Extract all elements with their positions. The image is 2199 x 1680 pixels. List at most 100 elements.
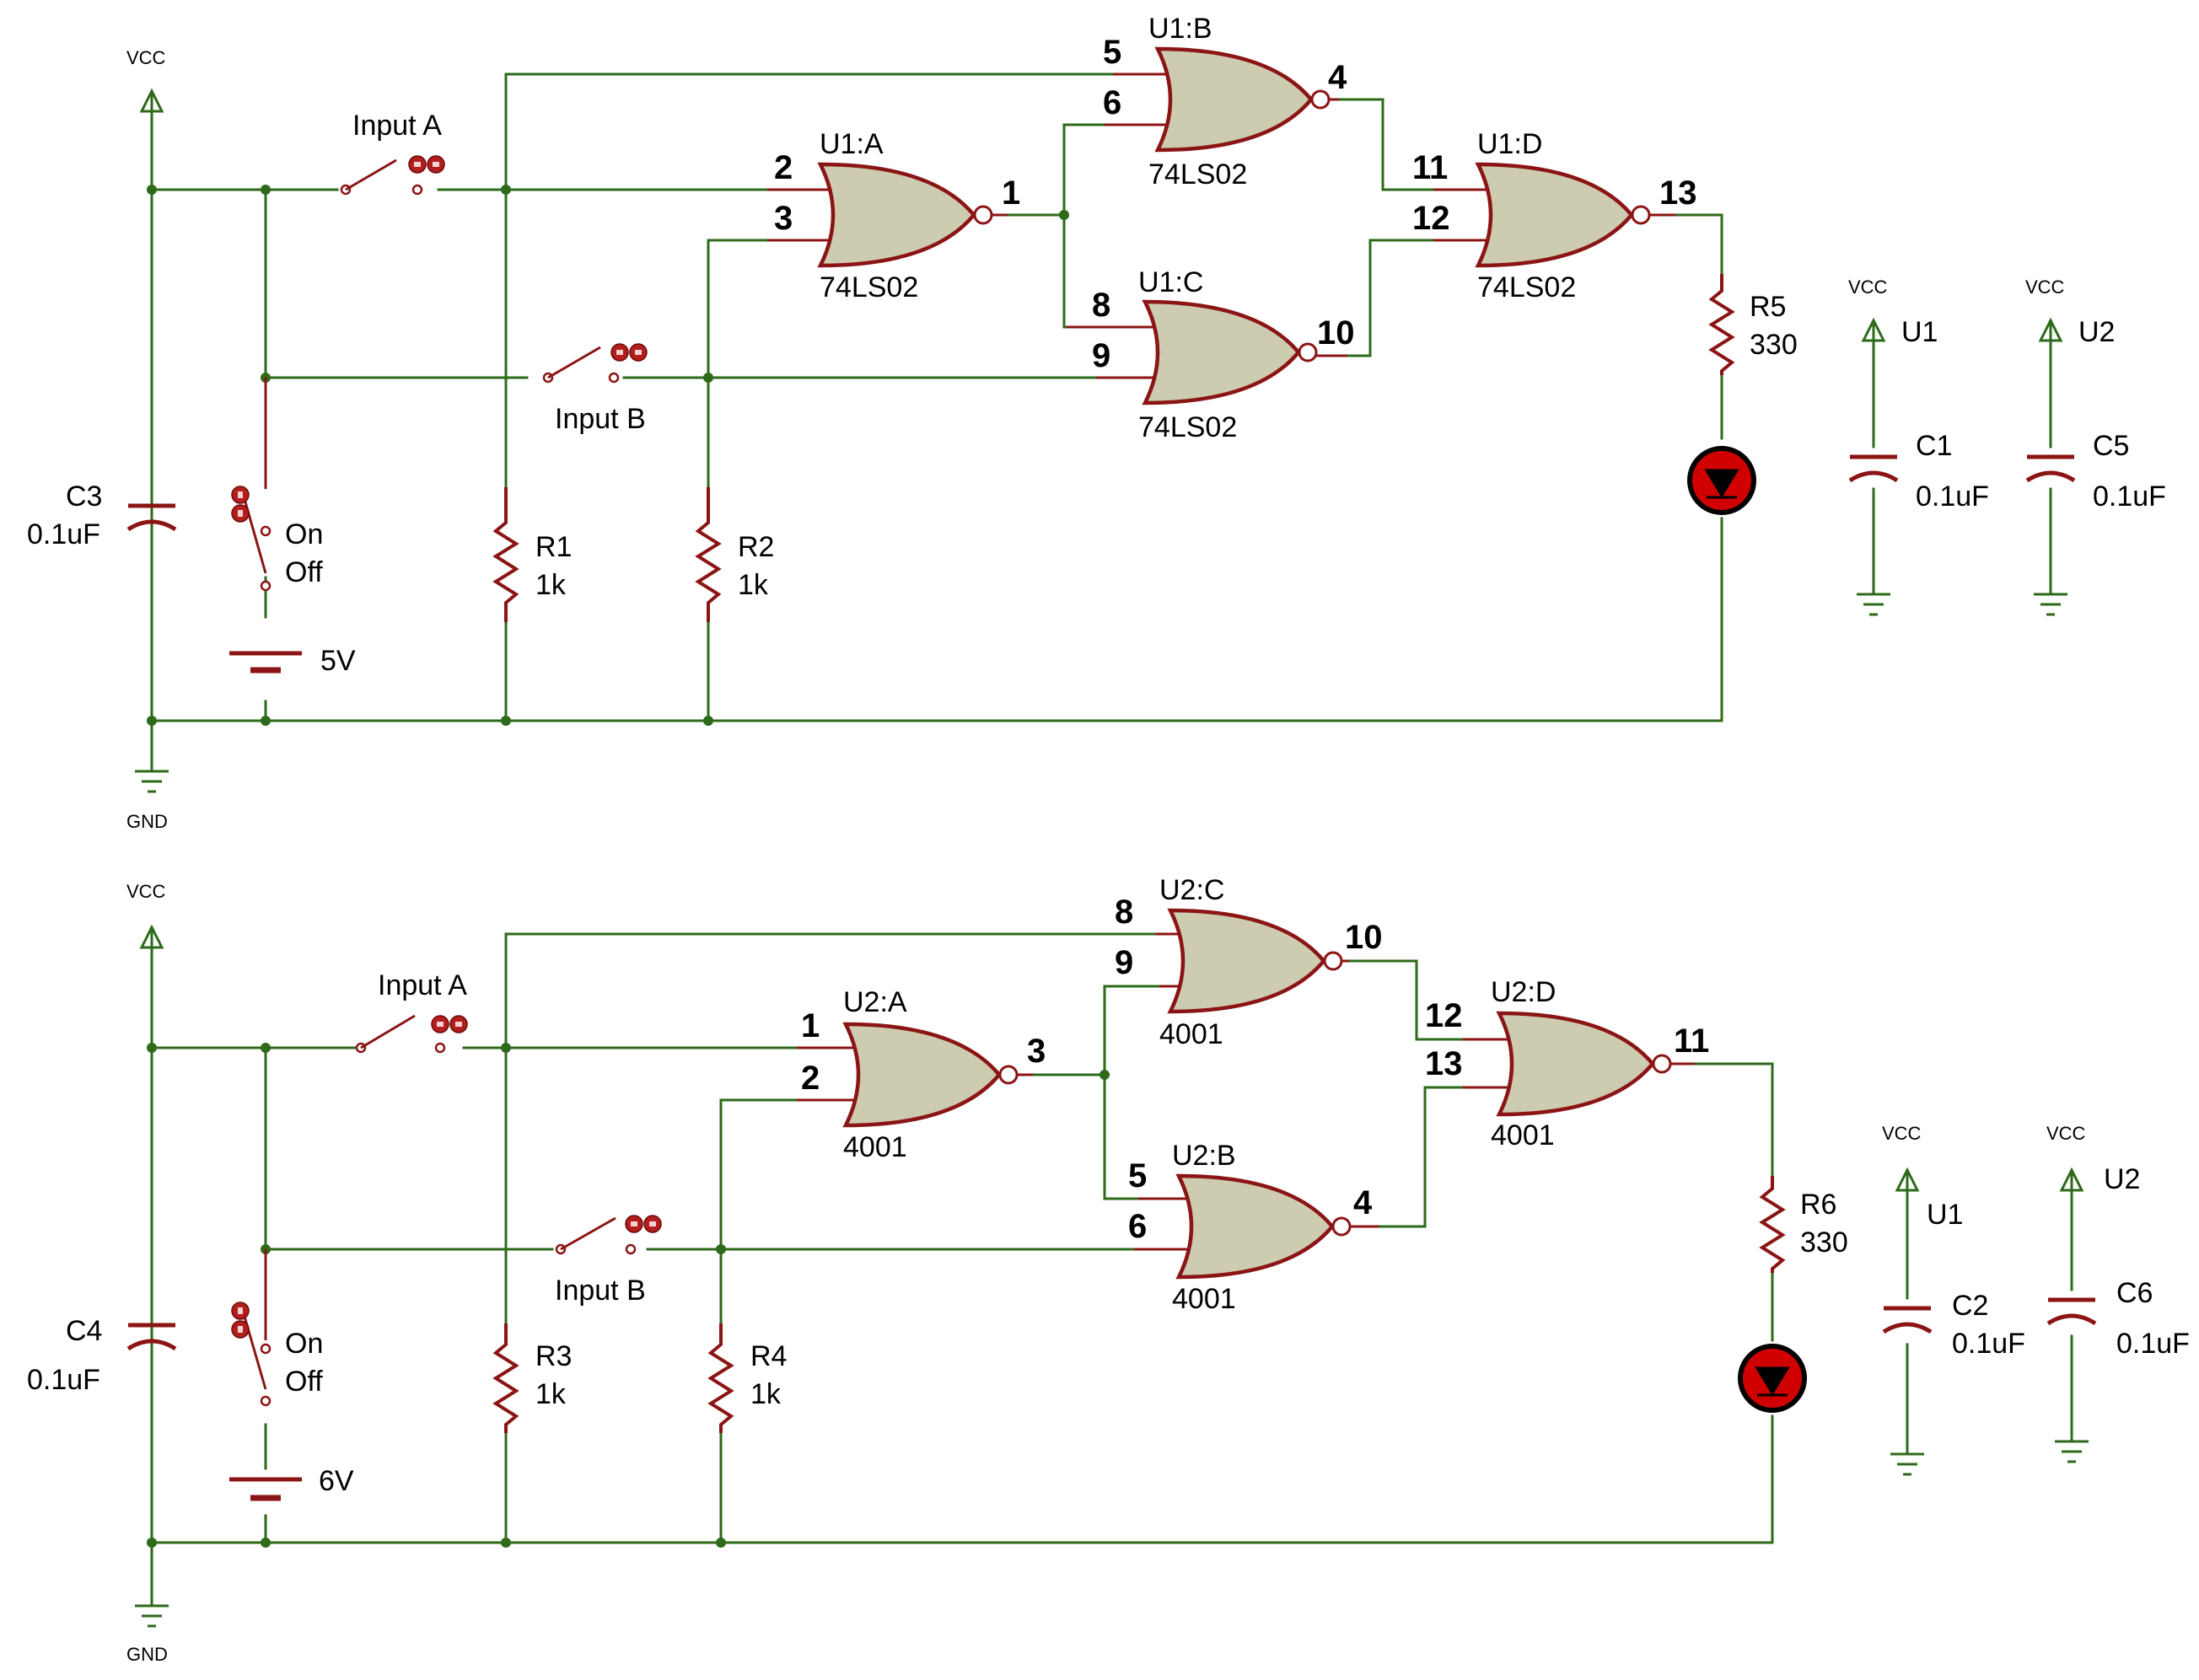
input-a-switch-bottom[interactable]: Input A xyxy=(355,969,468,1054)
u1c-pin-out: 10 xyxy=(1317,314,1355,352)
switch-on-label: On xyxy=(285,518,323,550)
u2b-ref: U2:B xyxy=(1172,1140,1236,1172)
u1d-pin-in2: 12 xyxy=(1412,200,1450,237)
input-b-switch-top[interactable]: Input B xyxy=(542,343,648,435)
switch-off-label: Off xyxy=(285,556,323,588)
r6-value: 330 xyxy=(1800,1226,1848,1259)
top-vcc-symbol: VCC xyxy=(126,47,166,125)
resistor-r5: R5 330 xyxy=(1708,274,1798,375)
gate-u1b: U1:B 74LS02 5 6 4 xyxy=(1103,13,1347,191)
resistor-r6: R6 330 xyxy=(1759,1176,1848,1273)
bottom-gnd-symbol: GND xyxy=(126,1543,169,1665)
input-b-switch-bottom[interactable]: Input B xyxy=(555,1215,662,1307)
bottom-junctions xyxy=(147,1043,1110,1548)
input-b-label: Input B xyxy=(555,403,646,435)
c5-vcc: VCC xyxy=(2025,276,2065,298)
top-wires xyxy=(150,72,2052,722)
u1b-pin-in2: 6 xyxy=(1103,84,1121,121)
top-circuit: VCC GND C3 0.1uF On Off xyxy=(27,13,2166,832)
r3-value: 1k xyxy=(535,1378,567,1410)
u1c-pin-in1: 8 xyxy=(1092,287,1110,324)
r2-value: 1k xyxy=(738,569,769,601)
r4-ref: R4 xyxy=(750,1340,787,1372)
r1-ref: R1 xyxy=(535,531,572,563)
capacitor-c3: C3 0.1uF xyxy=(27,480,177,550)
c1-ref: C1 xyxy=(1916,430,1952,462)
u1b-part: 74LS02 xyxy=(1148,158,1247,191)
input-a-label-bottom: Input A xyxy=(378,969,467,1001)
capacitor-c4: C4 0.1uF xyxy=(27,1315,177,1396)
u2b-pin-in1: 5 xyxy=(1128,1157,1147,1194)
gate-u1d: U1:D 74LS02 11 12 13 xyxy=(1412,128,1697,303)
u2c-part: 4001 xyxy=(1159,1018,1223,1050)
u1c-ref: U1:C xyxy=(1138,266,1203,298)
u2a-pin-in2: 2 xyxy=(801,1060,820,1097)
r1-value: 1k xyxy=(535,569,567,601)
c1-vcc: VCC xyxy=(1848,276,1888,298)
decoupling-c1: VCC U1 C1 0.1uF xyxy=(1848,276,1989,616)
u1d-pin-out: 13 xyxy=(1659,174,1697,212)
resistor-r1: R1 1k xyxy=(492,487,572,622)
vcc-label-bottom: VCC xyxy=(126,881,166,902)
input-a-switch-top[interactable]: Input A xyxy=(340,110,445,196)
u1b-ref: U1:B xyxy=(1148,13,1212,45)
c1-value: 0.1uF xyxy=(1916,480,1989,513)
c3-value: 0.1uF xyxy=(27,518,100,550)
decoupling-c2: VCC U1 C2 0.1uF xyxy=(1882,1123,2025,1476)
c6-value: 0.1uF xyxy=(2116,1328,2190,1360)
decoupling-c5: VCC U2 C5 0.1uF xyxy=(2025,276,2166,616)
gate-u2a: U2:A 4001 1 2 3 xyxy=(797,986,1046,1163)
r5-value: 330 xyxy=(1750,329,1798,361)
u2a-ref: U2:A xyxy=(843,986,907,1018)
u1a-pin-in1: 2 xyxy=(774,149,793,186)
gate-u1a: U1:A 74LS02 2 3 1 xyxy=(767,128,1020,303)
u2c-pin-in1: 8 xyxy=(1115,894,1133,931)
u1c-pin-in2: 9 xyxy=(1092,337,1110,374)
u1c-part: 74LS02 xyxy=(1138,411,1237,443)
resistor-r3: R3 1k xyxy=(492,1323,572,1433)
r5-ref: R5 xyxy=(1750,291,1786,323)
c5-supply: U2 xyxy=(2078,316,2115,348)
top-junctions xyxy=(147,185,1069,726)
input-a-label: Input A xyxy=(352,110,442,142)
resistor-r2: R2 1k xyxy=(695,487,774,622)
u1a-pin-out: 1 xyxy=(1002,174,1020,212)
battery-top: 5V xyxy=(229,645,356,677)
c6-supply: U2 xyxy=(2104,1163,2140,1195)
gate-u2d: U2:D 4001 12 13 11 xyxy=(1425,976,1709,1151)
power-switch-bottom: On Off xyxy=(231,1249,323,1407)
u2d-part: 4001 xyxy=(1491,1119,1555,1151)
battery-bottom-value: 6V xyxy=(319,1465,354,1497)
c6-ref: C6 xyxy=(2116,1277,2153,1309)
input-b-label-bottom: Input B xyxy=(555,1275,646,1307)
resistor-r4: R4 1k xyxy=(707,1323,787,1433)
c4-ref: C4 xyxy=(66,1315,102,1347)
bottom-wires xyxy=(150,932,2073,1544)
gnd-label-bottom: GND xyxy=(126,1644,168,1665)
u1a-pin-in2: 3 xyxy=(774,200,793,237)
c5-ref: C5 xyxy=(2093,430,2129,462)
c2-vcc: VCC xyxy=(1882,1123,1922,1144)
r4-value: 1k xyxy=(750,1378,782,1410)
u2c-pin-in2: 9 xyxy=(1115,944,1133,981)
c6-vcc: VCC xyxy=(2046,1123,2086,1144)
u1d-ref: U1:D xyxy=(1477,128,1542,160)
u1d-pin-in1: 11 xyxy=(1412,149,1448,186)
battery-bottom: 6V xyxy=(229,1465,354,1501)
r3-ref: R3 xyxy=(535,1340,572,1372)
u2b-pin-in2: 6 xyxy=(1128,1208,1147,1245)
u2d-ref: U2:D xyxy=(1491,976,1556,1008)
c2-value: 0.1uF xyxy=(1952,1328,2025,1360)
u2d-pin-out: 11 xyxy=(1674,1022,1709,1060)
switch-off-label-bottom: Off xyxy=(285,1366,323,1398)
gate-u1c: U1:C 74LS02 8 9 10 xyxy=(1067,266,1355,443)
u2d-pin-in2: 13 xyxy=(1425,1045,1463,1082)
c5-value: 0.1uF xyxy=(2093,480,2166,513)
u1b-pin-out: 4 xyxy=(1328,59,1347,96)
u2c-pin-out: 10 xyxy=(1345,919,1383,956)
vcc-label: VCC xyxy=(126,47,166,68)
u2c-ref: U2:C xyxy=(1159,874,1224,906)
u2b-part: 4001 xyxy=(1172,1283,1236,1315)
u2b-pin-out: 4 xyxy=(1353,1184,1373,1221)
